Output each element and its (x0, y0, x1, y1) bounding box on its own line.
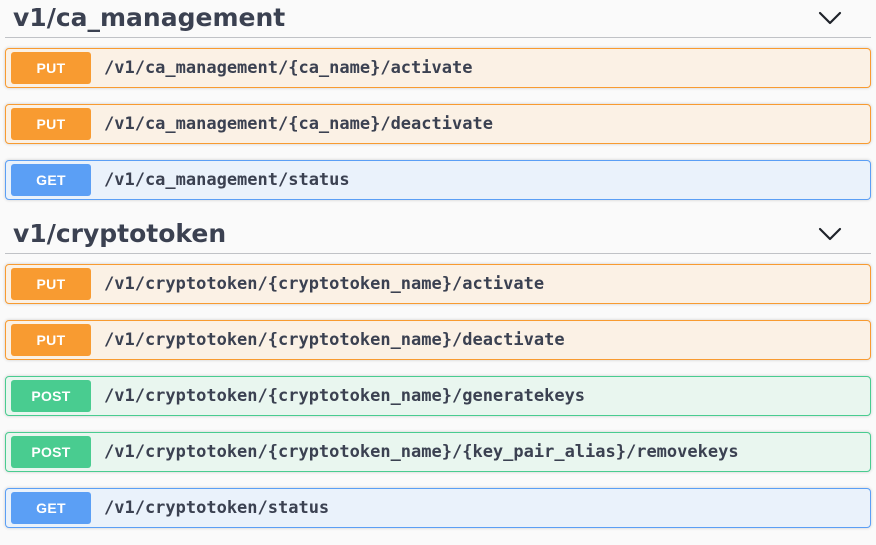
operation-row[interactable]: PUT /v1/cryptotoken/{cryptotoken_name}/d… (5, 320, 871, 360)
tag-section: v1/ca_management PUT /v1/ca_management/{… (5, 0, 871, 200)
operation-row[interactable]: POST /v1/cryptotoken/{cryptotoken_name}/… (5, 432, 871, 472)
operation-path: /v1/cryptotoken/{cryptotoken_name}/gener… (104, 386, 586, 406)
chevron-down-icon[interactable] (818, 226, 842, 242)
api-sections: v1/ca_management PUT /v1/ca_management/{… (5, 0, 871, 528)
operation-path: /v1/cryptotoken/{cryptotoken_name}/deact… (104, 330, 565, 350)
operation-path: /v1/ca_management/{ca_name}/activate (104, 58, 473, 78)
chevron-down-icon[interactable] (818, 10, 842, 26)
tag-title: v1/ca_management (13, 3, 286, 32)
method-badge: GET (11, 164, 91, 196)
operation-path: /v1/ca_management/status (104, 170, 350, 190)
operation-row[interactable]: PUT /v1/cryptotoken/{cryptotoken_name}/a… (5, 264, 871, 304)
method-badge: POST (11, 380, 91, 412)
operation-row[interactable]: GET /v1/ca_management/status (5, 160, 871, 200)
operations-list: PUT /v1/ca_management/{ca_name}/activate… (5, 38, 871, 200)
method-badge: POST (11, 436, 91, 468)
tag-title: v1/cryptotoken (13, 219, 227, 248)
operation-row[interactable]: GET /v1/cryptotoken/status (5, 488, 871, 528)
operation-row[interactable]: POST /v1/cryptotoken/{cryptotoken_name}/… (5, 376, 871, 416)
operation-path: /v1/cryptotoken/{cryptotoken_name}/{key_… (104, 442, 739, 462)
operation-row[interactable]: PUT /v1/ca_management/{ca_name}/deactiva… (5, 104, 871, 144)
operations-list: PUT /v1/cryptotoken/{cryptotoken_name}/a… (5, 254, 871, 528)
tag-section: v1/cryptotoken PUT /v1/cryptotoken/{cryp… (5, 216, 871, 528)
operation-path: /v1/ca_management/{ca_name}/deactivate (104, 114, 493, 134)
method-badge: PUT (11, 108, 91, 140)
tag-header[interactable]: v1/cryptotoken (5, 216, 871, 254)
operation-row[interactable]: PUT /v1/ca_management/{ca_name}/activate (5, 48, 871, 88)
operation-path: /v1/cryptotoken/{cryptotoken_name}/activ… (104, 274, 545, 294)
operation-path: /v1/cryptotoken/status (104, 498, 330, 518)
method-badge: GET (11, 492, 91, 524)
method-badge: PUT (11, 52, 91, 84)
method-badge: PUT (11, 268, 91, 300)
tag-header[interactable]: v1/ca_management (5, 0, 871, 38)
method-badge: PUT (11, 324, 91, 356)
